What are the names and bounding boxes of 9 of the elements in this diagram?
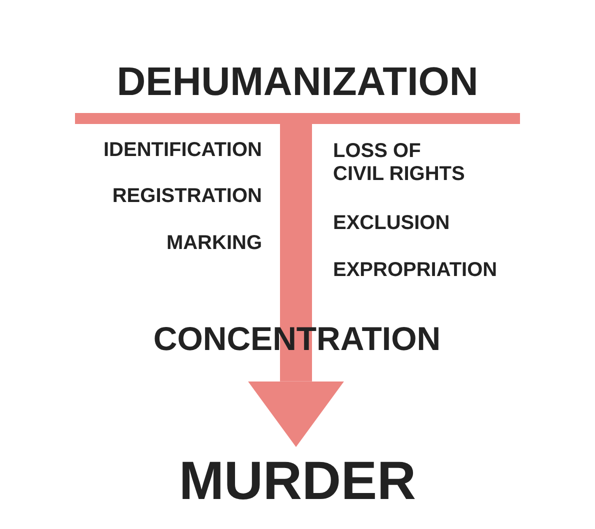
- stage-label: LOSS OF CIVIL RIGHTS: [333, 140, 466, 186]
- title-text: DEHUMANIZATION: [116, 59, 480, 106]
- stage-label: EXPROPRIATION: [333, 259, 498, 282]
- stage-label: REGISTRATION: [112, 185, 262, 208]
- arrow: [248, 124, 344, 447]
- stage-label: EXCLUSION: [333, 212, 450, 235]
- stage-label: MARKING: [166, 232, 262, 255]
- stage-label: IDENTIFICATION: [103, 139, 262, 162]
- outcome-text: MURDER: [178, 450, 417, 513]
